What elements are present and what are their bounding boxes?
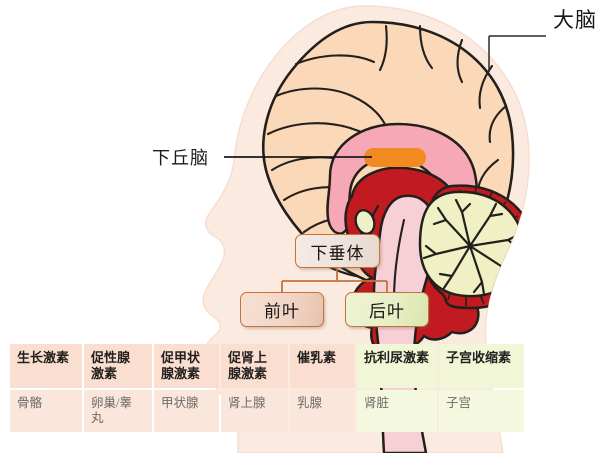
box-posterior-lobe[interactable]: 后叶 bbox=[345, 292, 429, 327]
cell-target-4: 乳腺 bbox=[290, 389, 355, 433]
callout-label-cerebrum: 大脑 bbox=[553, 8, 597, 32]
hypothalamus-marker bbox=[364, 148, 426, 167]
cell-hormone-5: 抗利尿激素 bbox=[357, 344, 437, 388]
cell-hormone-6: 子宫收缩素 bbox=[439, 344, 524, 388]
pituitary-gland bbox=[354, 209, 376, 235]
cell-target-3: 肾上腺 bbox=[221, 389, 288, 433]
box-pituitary[interactable]: 下垂体 bbox=[295, 234, 380, 268]
cell-target-2: 甲状腺 bbox=[154, 389, 219, 433]
cell-target-1: 卵巢/睾 丸 bbox=[84, 389, 152, 433]
table-row-targets: 骨骼 卵巢/睾 丸 甲状腺 肾上腺 乳腺 肾脏 子宫 bbox=[10, 389, 524, 433]
cell-target-5: 肾脏 bbox=[357, 389, 437, 433]
cell-hormone-0: 生长激素 bbox=[10, 344, 82, 388]
cell-target-6: 子宫 bbox=[439, 389, 524, 433]
cell-hormone-3: 促肾上 腺激素 bbox=[221, 344, 288, 388]
cell-hormone-2: 促甲状 腺激素 bbox=[154, 344, 219, 388]
hormone-target-table: 生长激素 促性腺 激素 促甲状 腺激素 促肾上 腺激素 催乳素 抗利尿激素 子宫… bbox=[8, 342, 526, 434]
table-row-hormones: 生长激素 促性腺 激素 促甲状 腺激素 促肾上 腺激素 催乳素 抗利尿激素 子宫… bbox=[10, 344, 524, 388]
box-anterior-lobe[interactable]: 前叶 bbox=[240, 292, 324, 327]
cell-hormone-1: 促性腺 激素 bbox=[84, 344, 152, 388]
cell-target-0: 骨骼 bbox=[10, 389, 82, 433]
callout-label-hypothalamus: 下丘脑 bbox=[152, 148, 209, 168]
cell-hormone-4: 催乳素 bbox=[290, 344, 355, 388]
lobe-connector-tree bbox=[281, 268, 388, 292]
cerebrum-leader-line bbox=[488, 35, 546, 72]
